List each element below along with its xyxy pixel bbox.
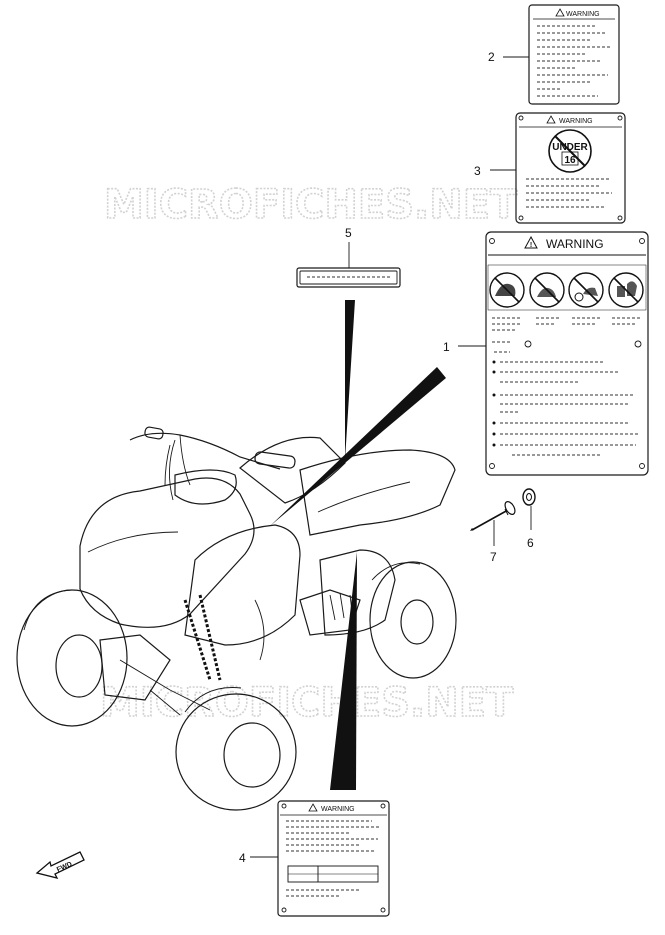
leader-label-4 bbox=[330, 552, 357, 790]
warning-label-3-title: WARNING bbox=[559, 118, 593, 125]
washer-part-6[interactable] bbox=[522, 488, 536, 506]
under-16-age: 16 bbox=[564, 155, 576, 166]
rivet-part-7[interactable] bbox=[470, 500, 517, 531]
warning-label-4-title: WARNING bbox=[321, 806, 355, 813]
fwd-arrow-icon: FWD bbox=[35, 851, 85, 879]
no-passenger-icon bbox=[529, 272, 565, 308]
leader-label-1 bbox=[270, 367, 446, 526]
callout-4: 4 bbox=[239, 851, 246, 865]
callout-5: 5 bbox=[345, 226, 352, 240]
warning-label-2-title: WARNING bbox=[566, 11, 600, 18]
no-paved-road-icon bbox=[568, 272, 604, 308]
warning-label-1[interactable]: ! WARNING bbox=[485, 231, 649, 476]
callout-6: 6 bbox=[527, 536, 534, 550]
leader-label-5 bbox=[345, 300, 355, 460]
warning-label-2[interactable]: WARNING bbox=[528, 4, 620, 105]
warning-label-3[interactable]: WARNING UNDER 16 bbox=[515, 112, 626, 224]
callout-1: 1 bbox=[443, 340, 450, 354]
no-helmet-icon bbox=[489, 272, 525, 308]
watermark-bottom: MICROFICHES.NET bbox=[100, 680, 514, 726]
warning-label-1-title: WARNING bbox=[546, 237, 604, 251]
under-16-icon bbox=[548, 129, 592, 173]
svg-text:!: ! bbox=[530, 242, 532, 249]
label-5-strip[interactable] bbox=[296, 267, 401, 288]
warning-label-4[interactable]: WARNING bbox=[277, 800, 390, 917]
atv-illustration bbox=[16, 426, 457, 811]
callout-2: 2 bbox=[488, 50, 495, 64]
callout-3: 3 bbox=[474, 164, 481, 178]
callout-7: 7 bbox=[490, 550, 497, 564]
no-alcohol-icon bbox=[608, 272, 644, 308]
watermark-top: MICROFICHES.NET bbox=[104, 182, 518, 228]
under-16-text: UNDER bbox=[552, 142, 588, 153]
